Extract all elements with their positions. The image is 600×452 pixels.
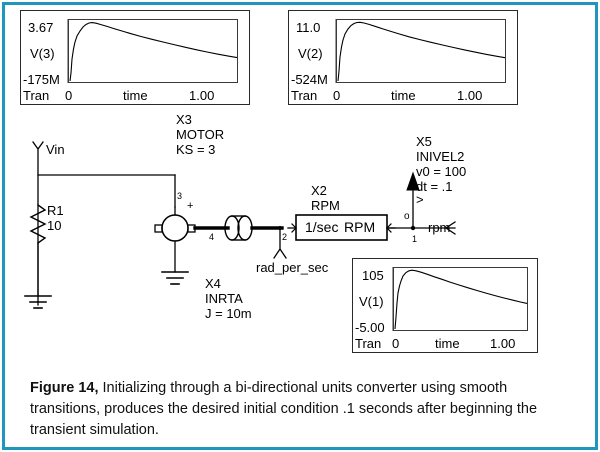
plot-v1-analysis: Tran [355, 336, 382, 351]
figure-caption-body: Initializing through a bi-directional un… [30, 380, 538, 438]
plot-v2-xmax: 1.00 [457, 88, 483, 103]
label-node-1: 1 [412, 234, 418, 244]
plot-v2-xmin: 0 [333, 88, 341, 103]
plot-v2-ymax: 11.0 [296, 20, 321, 35]
plot-v2-ymin: -524M [291, 72, 328, 87]
label-r1-value: 10 [47, 218, 62, 233]
label-x2-ref: X2 [311, 183, 327, 198]
label-plus-sign: + [187, 200, 194, 212]
label-node-4: 4 [209, 232, 215, 242]
plot-v1-ymin: -5.00 [355, 320, 385, 335]
plot-v2-trace [335, 19, 506, 83]
plot-v1-trace [392, 267, 528, 331]
label-x5-param-v0: v0 = 100 [416, 164, 467, 179]
plot-v1-xlabel: time [435, 336, 460, 351]
label-node-3: 3 [177, 191, 183, 201]
plot-v2-analysis: Tran [291, 88, 318, 103]
label-x2-box-right: RPM [344, 219, 376, 235]
plot-v3-xmin: 0 [65, 88, 73, 103]
plot-v3-graph-area [68, 19, 238, 83]
plot-v2-xlabel: time [391, 88, 416, 103]
plot-v2-graph-area [336, 19, 506, 83]
label-x3-model: MOTOR [176, 127, 225, 142]
label-r1-ref: R1 [47, 203, 64, 218]
plot-v1-ylabel: V(1) [359, 294, 384, 309]
label-x4-ref: X4 [205, 276, 221, 291]
figure-caption-label: Figure 14, [30, 380, 99, 396]
plot-v2: 11.0 V(2) -524M Tran 0 time 1.00 [288, 10, 518, 105]
label-vin: Vin [46, 142, 65, 157]
plot-v1-ymax: 105 [362, 268, 384, 283]
label-x3-param: KS = 3 [176, 142, 216, 157]
plot-v3-ymin: -175M [23, 72, 60, 87]
plot-v2-ylabel: V(2) [298, 46, 323, 61]
label-x5-param-dt: dt = .1 [416, 179, 453, 194]
plot-v1-xmax: 1.00 [490, 336, 516, 351]
label-x5-circle-marker: o [404, 211, 410, 222]
label-node-2: 2 [282, 232, 288, 242]
label-x2-box-left: 1/sec [305, 219, 339, 235]
figure-caption: Figure 14, Initializing through a bi-dir… [30, 378, 575, 441]
label-x5-ref: X5 [416, 134, 432, 149]
plot-v1: 105 V(1) -5.00 Tran 0 time 1.00 [352, 258, 538, 353]
label-x4-model: INRTA [205, 291, 243, 306]
plot-v3-xlabel: time [123, 88, 148, 103]
plot-v3-ymax: 3.67 [28, 20, 54, 35]
plot-v3-ylabel: V(3) [30, 46, 55, 61]
label-x5-gt-marker: > [416, 192, 424, 207]
label-x3-ref: X3 [176, 112, 192, 127]
plot-v3: 3.67 V(3) -175M Tran 0 time 1.00 [20, 10, 250, 105]
plot-v3-analysis: Tran [23, 88, 50, 103]
label-rad-per-sec: rad_per_sec [256, 260, 329, 275]
label-x2-model: RPM [311, 198, 340, 213]
label-rpm-port: rpm [428, 220, 451, 235]
plot-v3-trace [67, 19, 238, 83]
plot-v1-graph-area [393, 267, 528, 331]
plot-v1-xmin: 0 [392, 336, 400, 351]
label-x4-param: J = 10m [205, 306, 252, 321]
label-x5-model: INIVEL2 [416, 149, 465, 164]
plot-v3-xmax: 1.00 [189, 88, 215, 103]
